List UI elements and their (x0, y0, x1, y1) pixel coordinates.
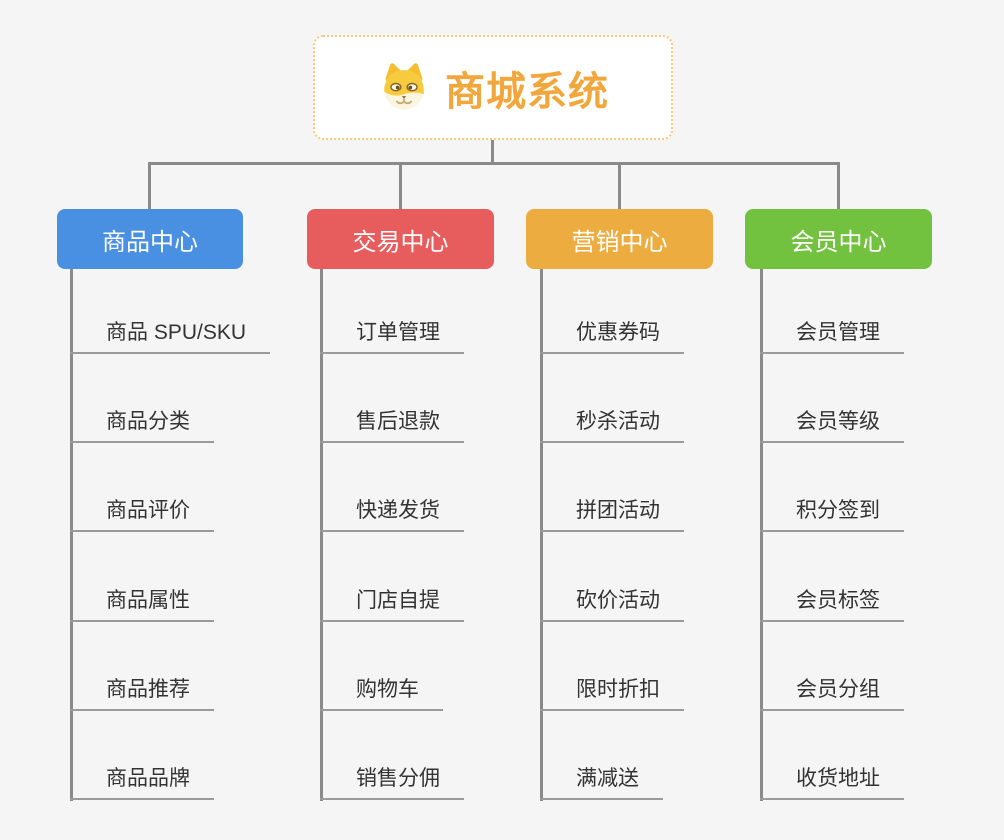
root-title: 商城系统 (445, 69, 609, 114)
node-item[interactable]: 快递发货 (320, 490, 464, 532)
node-item[interactable]: 优惠券码 (540, 312, 684, 354)
node-item[interactable]: 会员等级 (760, 401, 904, 443)
node-item[interactable]: 砍价活动 (540, 580, 684, 622)
branch-trunk-marketing (540, 267, 543, 801)
node-item[interactable]: 商品评价 (70, 490, 214, 532)
node-item[interactable]: 商品分类 (70, 401, 214, 443)
node-item[interactable]: 商品推荐 (70, 669, 214, 711)
connector-drop-trade (399, 162, 402, 209)
connector-drop-marketing (618, 162, 621, 209)
node-item[interactable]: 满减送 (540, 758, 663, 800)
branch-header-trade-center[interactable]: 交易中心 (307, 209, 494, 269)
node-item[interactable]: 购物车 (320, 669, 443, 711)
node-item[interactable]: 限时折扣 (540, 669, 684, 711)
branch-header-product-center[interactable]: 商品中心 (57, 209, 243, 269)
connector-drop-product (148, 162, 151, 209)
connector-drop-member (837, 162, 840, 209)
node-item[interactable]: 销售分佣 (320, 758, 464, 800)
shiba-dog-icon (384, 62, 424, 110)
node-item[interactable]: 会员标签 (760, 580, 904, 622)
node-item[interactable]: 秒杀活动 (540, 401, 684, 443)
node-item[interactable]: 拼团活动 (540, 490, 684, 532)
node-item[interactable]: 收货地址 (760, 758, 904, 800)
node-item[interactable]: 售后退款 (320, 401, 464, 443)
node-item[interactable]: 会员分组 (760, 669, 904, 711)
branch-header-marketing-center[interactable]: 营销中心 (526, 209, 713, 269)
node-item[interactable]: 门店自提 (320, 580, 464, 622)
connector-root-stub (491, 140, 494, 165)
branch-trunk-member (760, 267, 763, 801)
branch-trunk-product (70, 267, 73, 801)
branch-header-member-center[interactable]: 会员中心 (745, 209, 932, 269)
connector-horizontal-span (148, 162, 840, 165)
node-item[interactable]: 商品品牌 (70, 758, 214, 800)
node-item[interactable]: 商品属性 (70, 580, 214, 622)
node-item[interactable]: 商品 SPU/SKU (70, 312, 271, 354)
root-node[interactable]: 商城系统 (313, 35, 673, 140)
node-item[interactable]: 会员管理 (760, 312, 904, 354)
branch-trunk-trade (320, 267, 323, 801)
node-item[interactable]: 积分签到 (760, 490, 904, 532)
node-item[interactable]: 订单管理 (320, 312, 464, 354)
